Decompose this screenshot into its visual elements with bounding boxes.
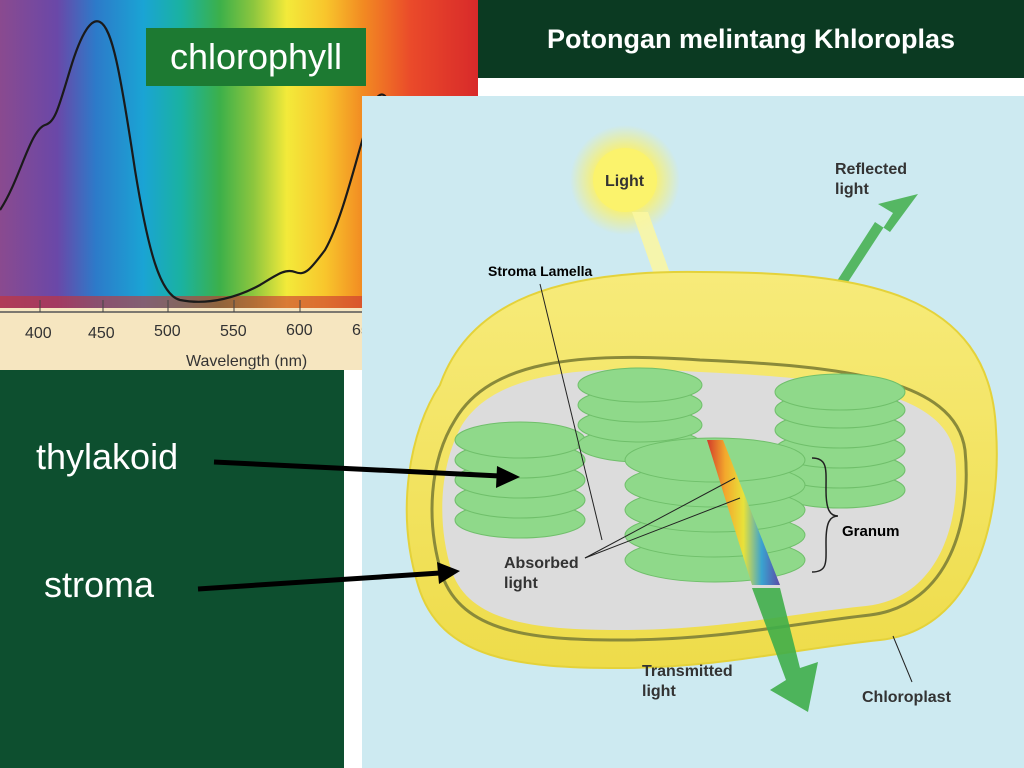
granum-label: Granum [842,523,900,540]
stroma-lamella-leader [539,283,603,541]
transmitted-light-label-line2: light [642,683,676,700]
left-label-panel [0,370,344,768]
title-divider [478,78,1024,96]
stroma-label: stroma [44,564,155,605]
chlorophyll-badge: chlorophyll [146,28,366,86]
slide-title: Potongan melintang Khloroplas [546,24,955,54]
absorbed-light-label-line1: Absorbed [504,555,579,572]
chloroplast-label: Chloroplast [862,689,952,706]
light-label: Light [605,173,645,190]
reflected-light-label-line2: light [835,181,869,198]
stroma-pointer-arrow [197,562,460,592]
granum-stack-left [454,421,586,539]
granum-stack-right [774,373,906,509]
tick-label-600: 600 [286,322,313,339]
spectrum-axis-label: Wavelength (nm) [186,353,307,370]
absorbed-light-label-line2: light [504,575,538,592]
absorbed-light-spectrum [707,440,780,585]
thylakoid-pointer-arrow [213,459,520,488]
chloroplast-inner-membrane [430,355,968,642]
stroma-lamella-label: Stroma Lamella [488,263,592,279]
tick-label-550: 550 [220,323,247,340]
absorbed-leader-2 [584,497,741,559]
absorbed-leader-1 [584,477,736,559]
transmitted-light-label-line1: Transmitted [642,663,733,680]
tick-label-400: 400 [25,325,52,342]
granum-bracket [811,457,839,573]
thylakoid-label: thylakoid [36,436,179,477]
tick-label-500: 500 [154,323,181,340]
title-bar [478,0,1024,78]
tick-label-450: 450 [88,325,115,342]
chloroplast-leader [892,635,913,683]
reflected-light-label-line1: Reflected [835,161,907,178]
transmitted-light-arrow [752,588,818,712]
